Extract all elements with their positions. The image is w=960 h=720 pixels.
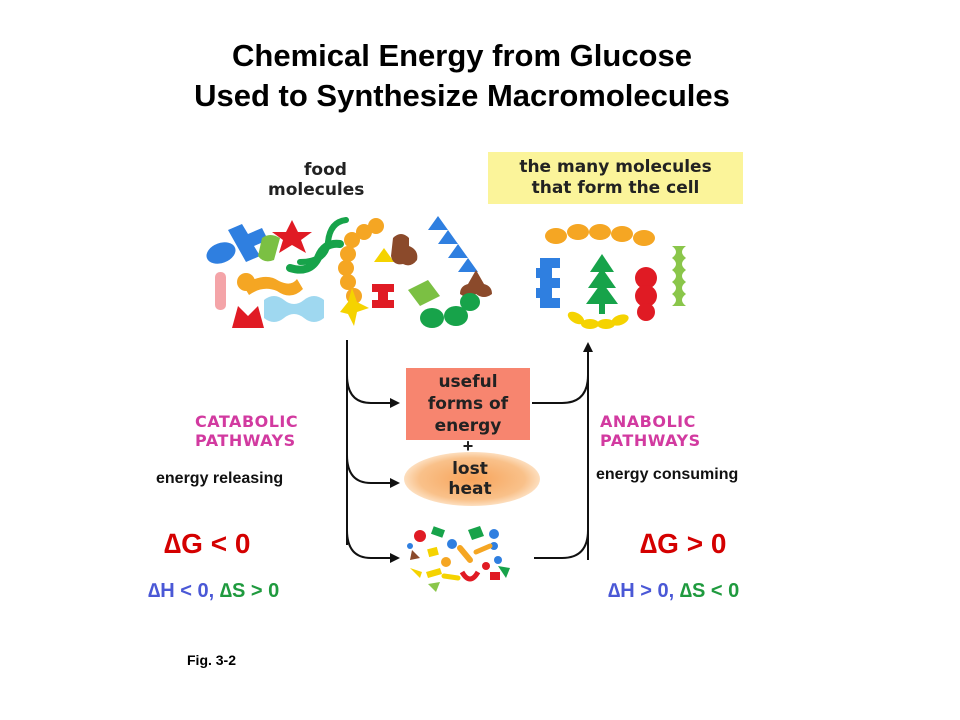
energy-releasing-label: energy releasing xyxy=(156,470,284,487)
useful-energy-box xyxy=(406,368,530,440)
catabolic-label-line-1: CATABOLIC xyxy=(195,412,299,431)
energy-consuming-label: energy consuming xyxy=(596,466,739,483)
lost-heat-line-1: lost xyxy=(452,459,488,479)
useful-energy-line-1: useful xyxy=(438,372,498,392)
cell-molecules-highlight xyxy=(488,152,743,204)
anabolic-delta-g: ∆G > 0 xyxy=(640,528,727,559)
small-molecules-cluster xyxy=(407,526,510,592)
catabolic-label-line-2: PATHWAYS xyxy=(195,431,296,450)
anabolic-delta-s: ∆S < 0 xyxy=(679,580,740,602)
food-label-line-2: molecules xyxy=(268,180,365,200)
useful-energy-line-3: energy xyxy=(434,416,502,436)
food-molecules-label: food molecules xyxy=(268,160,364,200)
figure-label: Fig. 3-2 xyxy=(187,652,237,668)
page-title-line-2: Used to Synthesize Macromolecules xyxy=(194,78,730,113)
catabolic-delta-s: ∆S > 0 xyxy=(219,580,280,602)
anabolic-label-line-1: ANABOLIC xyxy=(600,412,696,431)
useful-energy-line-2: forms of xyxy=(427,394,509,414)
lost-heat-label: lost heat xyxy=(406,459,534,499)
lost-heat-line-2: heat xyxy=(448,479,492,499)
page-title-line-1: Chemical Energy from Glucose xyxy=(232,38,692,73)
catabolic-delta-h-s: ∆H < 0, ∆S > 0 xyxy=(148,580,279,603)
catabolic-delta-g: ∆G < 0 xyxy=(164,528,251,559)
catabolic-flow xyxy=(346,340,400,563)
anabolic-pathways-label: ANABOLIC PATHWAYS xyxy=(600,412,701,450)
catabolic-delta-h: ∆H < 0, xyxy=(148,580,215,602)
anabolic-delta-h-s: ∆H > 0, ∆S < 0 xyxy=(608,580,739,603)
plus-sign: + xyxy=(462,436,474,456)
anabolic-label-line-2: PATHWAYS xyxy=(600,431,701,450)
food-molecules-cluster xyxy=(206,216,492,328)
cell-label-line-2: that form the cell xyxy=(531,178,700,198)
cell-molecules-cluster xyxy=(536,224,686,329)
lost-heat-glow xyxy=(404,452,540,506)
cell-molecules-label: the many molecules that form the cell xyxy=(488,157,743,199)
anabolic-flow xyxy=(532,342,593,560)
anabolic-delta-h: ∆H > 0, xyxy=(608,580,675,602)
cell-label-line-1: the many molecules xyxy=(519,157,712,177)
catabolic-pathways-label: CATABOLIC PATHWAYS xyxy=(195,412,298,450)
useful-energy-label: useful forms of energy xyxy=(406,371,530,437)
food-label-line-1: food xyxy=(304,160,347,180)
